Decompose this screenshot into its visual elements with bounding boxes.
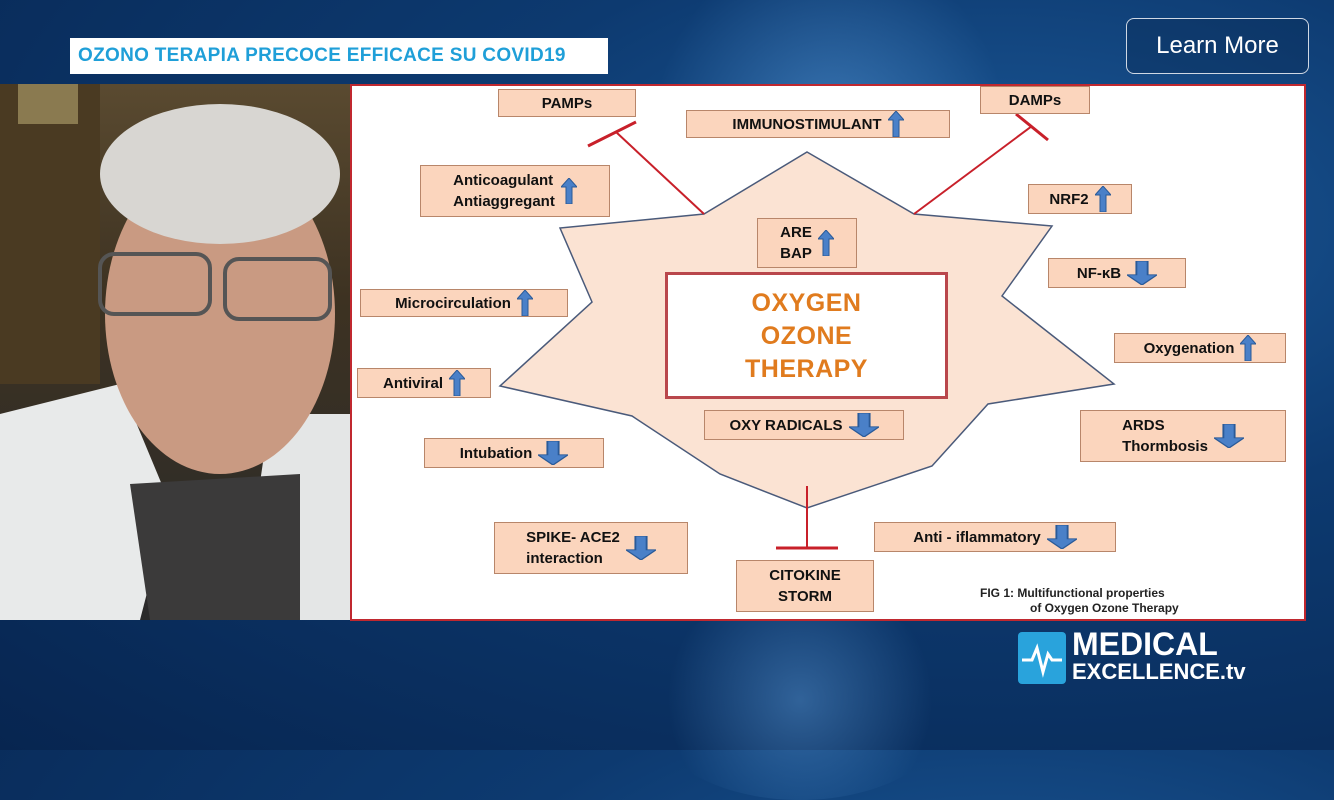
center-line: OZONE (760, 322, 853, 350)
center-line: THERAPY (745, 355, 868, 383)
arrow-down-icon (846, 412, 881, 438)
arrow-up-icon (1239, 334, 1258, 362)
speaker-figure (0, 84, 350, 620)
arrow-down-icon (536, 440, 571, 466)
center-line: OXYGEN (751, 289, 862, 317)
figure-caption: FIG 1: Multifunctional properties of Oxy… (980, 586, 1179, 616)
center-therapy-box: OXYGEN OZONE THERAPY (665, 272, 948, 399)
box-immunostimulant: IMMUNOSTIMULANT (686, 110, 950, 138)
arrow-up-icon (886, 110, 905, 138)
medical-excellence-logo: MEDICAL EXCELLENCE.tv (1018, 626, 1246, 686)
caption-line: of Oxygen Ozone Therapy (1030, 601, 1179, 615)
box-pamps: PAMPs (498, 89, 636, 117)
arrow-down-icon (1125, 260, 1159, 286)
arrow-up-icon (559, 177, 578, 205)
slide-diagram: OXYGEN OZONE THERAPY PAMPs IMMUNOSTIMULA… (350, 84, 1306, 621)
arrow-down-icon (1044, 524, 1079, 550)
box-microcirculation: Microcirculation (360, 289, 568, 317)
arrow-up-icon (816, 229, 835, 257)
inhibit-line-damps (913, 125, 1033, 215)
caption-line: FIG 1: Multifunctional properties (980, 586, 1165, 600)
arrow-up-icon (447, 369, 467, 397)
box-nf-kb: NF-κB (1048, 258, 1186, 288)
inhibit-line-pamps (615, 131, 705, 215)
box-oxy-radicals: OXY RADICALS (704, 410, 904, 440)
learn-more-button[interactable]: Learn More (1126, 18, 1309, 74)
box-damps: DAMPs (980, 86, 1090, 114)
logo-line2: EXCELLENCE.tv (1072, 659, 1246, 684)
box-antiviral: Antiviral (357, 368, 491, 398)
video-title-banner: OZONO TERAPIA PRECOCE EFFICACE SU COVID1… (70, 38, 608, 74)
speaker-video (0, 84, 350, 620)
arrow-down-icon (1212, 423, 1246, 449)
arrow-up-icon (1093, 185, 1112, 213)
box-anti-inflammatory: Anti - iflammatory (874, 522, 1116, 552)
box-nrf2: NRF2 (1028, 184, 1132, 214)
box-oxygenation: Oxygenation (1114, 333, 1286, 363)
arrow-down-icon (623, 535, 658, 561)
heartbeat-icon (1018, 632, 1066, 684)
box-intubation: Intubation (424, 438, 604, 468)
arrow-up-icon (515, 289, 535, 317)
logo-line1: MEDICAL (1072, 626, 1218, 662)
background-glow (640, 600, 960, 800)
